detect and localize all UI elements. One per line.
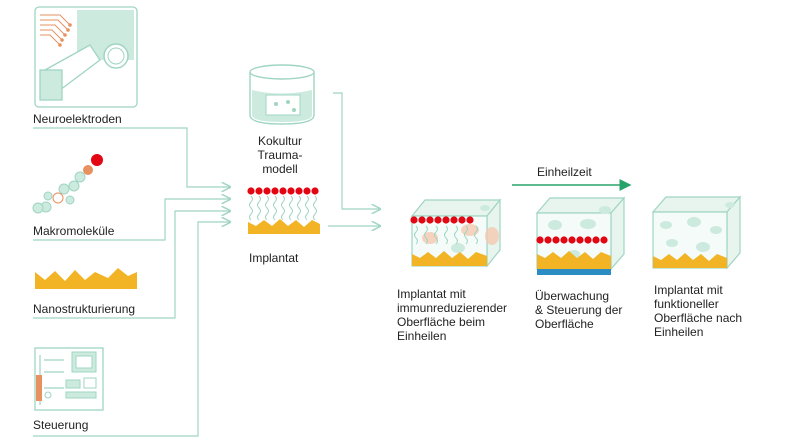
nanostructure-icon [35,268,137,289]
connector-steuerung [33,222,230,437]
stage3-functional-box [651,195,742,270]
stage3-line-2: funktioneller [654,297,719,311]
stage2-monitoring-box [535,196,626,275]
label-makromolekuele: Makromoleküle [33,224,115,238]
stage1-line-1: Implantat mit [397,287,466,301]
label-stage2: Überwachung & Steuerung der Oberfläche [535,289,622,331]
label-stage1: Implantat mit immunreduzierender Oberflä… [397,287,507,343]
stage3-line-4: Einheilen [654,325,704,339]
circuit-board-icon [34,347,104,411]
label-einheilzeit: Einheilzeit [537,165,592,179]
stage2-line-2: & Steuerung der [535,303,623,317]
stage3-line-1: Implantat mit [654,283,723,297]
stage2-line-1: Überwachung [535,289,610,303]
label-kokultur: Kokultur Trauma- modell [253,134,307,176]
neuroelectrode-icon [34,6,138,108]
kokultur-line-1: Kokultur [257,134,303,148]
stage1-implant-box [410,198,502,268]
label-nanostrukturierung: Nanostrukturierung [33,302,136,316]
stage1-line-3: Oberfläche beim [397,315,486,329]
stage1-line-4: Einheilen [397,329,447,343]
stage1-line-2: immunreduzierender [397,301,508,315]
connector-nano [33,211,230,319]
stage3-line-3: Oberfläche nach [654,311,743,325]
kokultur-line-3: modell [262,162,298,176]
macromolecule-icon [32,154,103,214]
label-implantat: Implantat [249,251,299,265]
label-stage3: Implantat mit funktioneller Oberfläche n… [654,283,742,339]
connector-kokultur [333,92,380,209]
kokultur-line-2: Trauma- [257,148,303,162]
connector-neuro [33,127,230,187]
implant-icon [247,187,320,234]
label-steuerung: Steuerung [33,418,89,432]
beaker-icon [249,64,315,125]
connector-makro [33,199,230,241]
label-neuroelektroden: Neuroelektroden [33,112,122,126]
stage2-line-3: Oberfläche [535,317,594,331]
